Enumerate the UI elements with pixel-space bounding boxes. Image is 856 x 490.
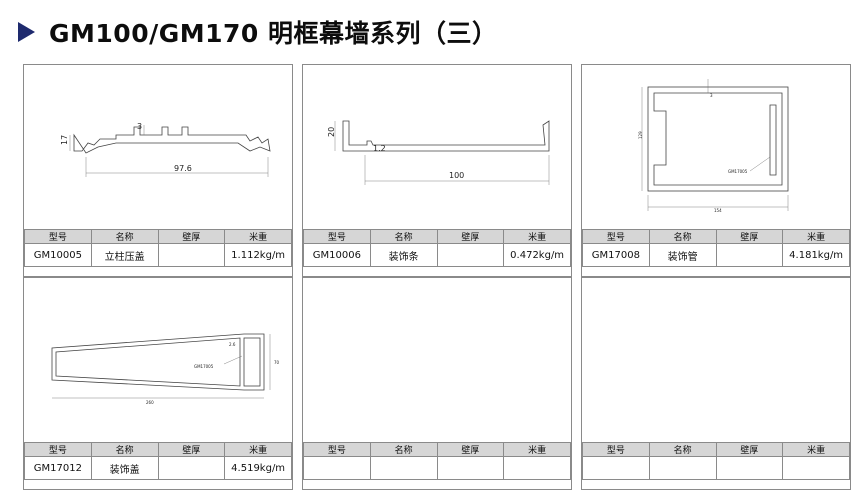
weight-cell [503, 456, 571, 480]
svg-text:260: 260 [146, 400, 154, 405]
header-thickness: 壁厚 [715, 442, 784, 457]
svg-text:70: 70 [274, 360, 280, 365]
model-cell: GM10005 [24, 243, 92, 267]
header-thickness: 壁厚 [157, 229, 226, 244]
svg-text:GM17005: GM17005 [728, 169, 748, 174]
header-thickness: 壁厚 [436, 442, 505, 457]
name-cell: 装饰管 [648, 243, 717, 267]
page-header: GM100/GM170 明框幕墙系列（三） [18, 12, 498, 52]
header-name: 名称 [369, 229, 438, 244]
header-name: 名称 [369, 442, 438, 457]
spec-table: 型号 名称 壁厚 米重 GM10005 立柱压盖 1.112kg/m [24, 229, 292, 267]
header-weight: 米重 [782, 442, 850, 457]
thickness-cell [715, 243, 784, 267]
play-triangle-icon [18, 22, 35, 42]
svg-text:129: 129 [638, 131, 643, 139]
name-cell: 装饰盖 [90, 456, 159, 480]
thickness-cell [157, 456, 226, 480]
svg-text:20: 20 [327, 127, 336, 137]
header-weight: 米重 [503, 229, 571, 244]
svg-text:2.6: 2.6 [229, 342, 236, 347]
header-model: 型号 [303, 229, 371, 244]
thickness-cell [157, 243, 226, 267]
header-thickness: 壁厚 [715, 229, 784, 244]
header-model: 型号 [24, 229, 92, 244]
spec-table: 型号 名称 壁厚 米重 GM10006 装饰条 0.472kg/m [303, 229, 571, 267]
page-title: GM100/GM170 明框幕墙系列（三） [49, 19, 498, 48]
header-model: 型号 [582, 442, 650, 457]
profile-card: 17 3 97.6 型号 名称 壁厚 米重 GM10005 立柱压盖 1.112… [23, 64, 293, 277]
header-name: 名称 [648, 442, 717, 457]
name-cell [648, 456, 717, 480]
name-cell: 立柱压盖 [90, 243, 159, 267]
header-model: 型号 [303, 442, 371, 457]
model-cell [582, 456, 650, 480]
profile-card-empty: 型号 名称 壁厚 米重 [302, 277, 572, 490]
svg-text:3: 3 [137, 122, 142, 131]
thickness-cell [436, 243, 505, 267]
weight-cell: 1.112kg/m [224, 243, 292, 267]
header-model: 型号 [582, 229, 650, 244]
profile-drawing: 2.6 GM17005 70 260 [24, 278, 292, 441]
profile-card-empty: 型号 名称 壁厚 米重 [581, 277, 851, 490]
profile-drawing: 129 3 GM17005 154 [582, 65, 850, 228]
header-thickness: 壁厚 [157, 442, 226, 457]
name-cell: 装饰条 [369, 243, 438, 267]
profile-drawing [582, 278, 850, 441]
profile-card: 129 3 GM17005 154 型号 名称 壁厚 米重 GM17008 装饰… [581, 64, 851, 277]
profile-card: 2.6 GM17005 70 260 型号 名称 壁厚 米重 GM17012 装… [23, 277, 293, 490]
svg-text:3: 3 [710, 93, 713, 98]
svg-text:17: 17 [60, 135, 69, 145]
weight-cell: 4.519kg/m [224, 456, 292, 480]
svg-text:154: 154 [714, 208, 722, 213]
svg-text:97.6: 97.6 [174, 164, 192, 173]
weight-cell: 4.181kg/m [782, 243, 850, 267]
svg-text:GM17005: GM17005 [194, 364, 214, 369]
profile-drawing: 20 1.2 100 [303, 65, 571, 228]
svg-text:100: 100 [449, 171, 464, 180]
spec-table: 型号 名称 壁厚 米重 GM17008 装饰管 4.181kg/m [582, 229, 850, 267]
header-thickness: 壁厚 [436, 229, 505, 244]
model-cell: GM10006 [303, 243, 371, 267]
spec-table: 型号 名称 壁厚 米重 [582, 442, 850, 480]
spec-table: 型号 名称 壁厚 米重 GM17012 装饰盖 4.519kg/m [24, 442, 292, 480]
header-weight: 米重 [782, 229, 850, 244]
header-weight: 米重 [224, 442, 292, 457]
svg-text:1.2: 1.2 [373, 144, 386, 153]
profile-drawing: 17 3 97.6 [24, 65, 292, 228]
model-cell [303, 456, 371, 480]
model-cell: GM17008 [582, 243, 650, 267]
profile-card: 20 1.2 100 型号 名称 壁厚 米重 GM10006 装饰条 0.472… [302, 64, 572, 277]
thickness-cell [715, 456, 784, 480]
header-name: 名称 [90, 442, 159, 457]
header-weight: 米重 [224, 229, 292, 244]
header-model: 型号 [24, 442, 92, 457]
header-name: 名称 [648, 229, 717, 244]
name-cell [369, 456, 438, 480]
profile-drawing [303, 278, 571, 441]
header-name: 名称 [90, 229, 159, 244]
model-cell: GM17012 [24, 456, 92, 480]
weight-cell [782, 456, 850, 480]
spec-table: 型号 名称 壁厚 米重 [303, 442, 571, 480]
weight-cell: 0.472kg/m [503, 243, 571, 267]
header-weight: 米重 [503, 442, 571, 457]
thickness-cell [436, 456, 505, 480]
